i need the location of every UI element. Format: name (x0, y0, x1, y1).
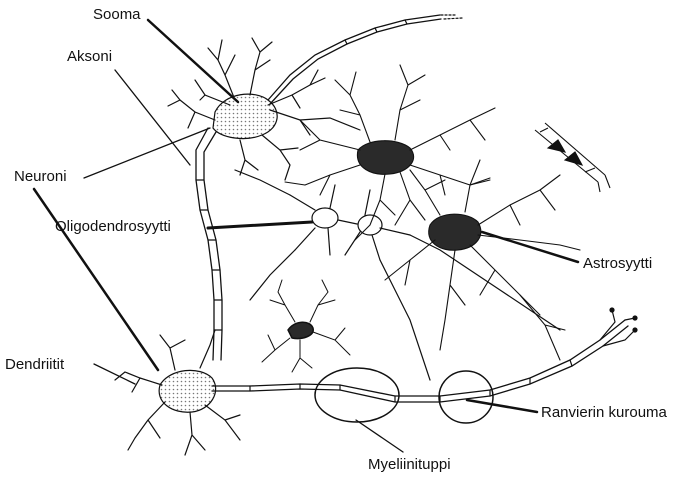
astro-pointer (482, 232, 578, 262)
right-fiber (535, 123, 610, 192)
annotation-lines (34, 20, 578, 452)
sooma-pointer (148, 20, 238, 102)
label-myeliinituppi: Myeliinituppi (368, 457, 451, 472)
neuroni-upper-pointer (84, 128, 210, 178)
oligo-pointer (208, 222, 312, 228)
neuroni-lower-pointer (34, 189, 158, 370)
label-dendriitit: Dendriitit (5, 357, 64, 372)
upper-neuron (168, 15, 462, 360)
label-astrosyytti: Astrosyytti (583, 256, 652, 271)
label-oligodendrosyytti: Oligodendrosyytti (55, 219, 171, 234)
myeliini-circle (315, 368, 399, 422)
upper-soma (213, 94, 277, 138)
label-ranvierin-kurouma: Ranvierin kurouma (541, 405, 667, 420)
label-neuroni: Neuroni (14, 169, 67, 184)
myeliini-pointer (356, 420, 403, 452)
lower-axon (212, 320, 625, 396)
label-sooma: Sooma (93, 7, 141, 22)
upper-axon (196, 128, 214, 360)
right-astrocyte (385, 160, 580, 360)
ranvier-pointer (467, 400, 537, 412)
oligodendrocyte (235, 170, 560, 380)
upper-astrocyte (285, 65, 495, 240)
label-aksoni: Aksoni (67, 49, 112, 64)
small-astrocyte (262, 280, 350, 372)
